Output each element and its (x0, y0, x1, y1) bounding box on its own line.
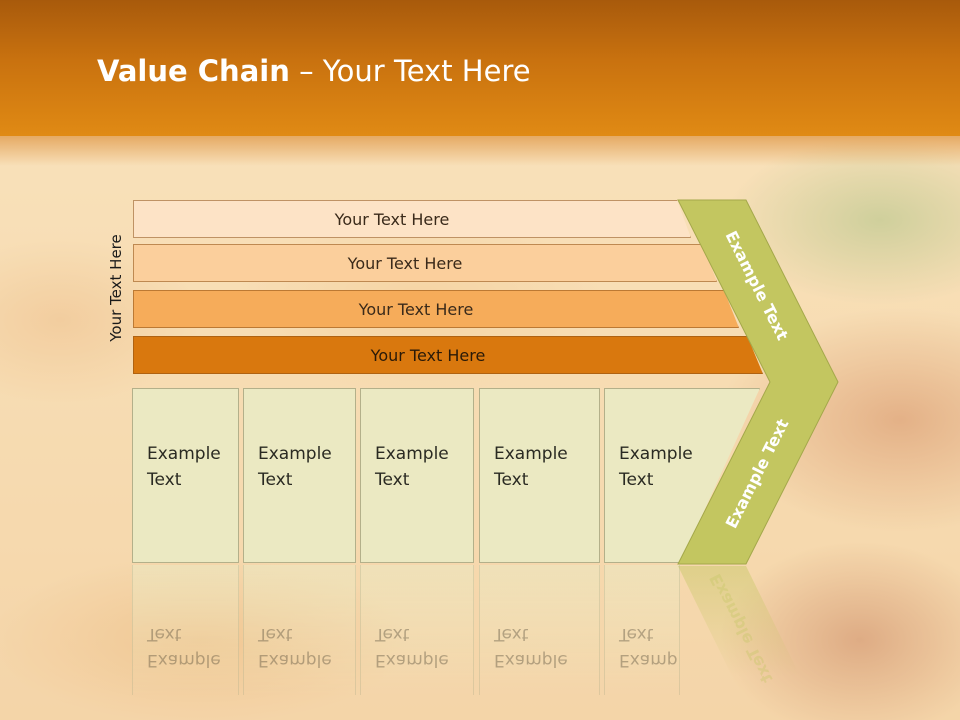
bar-1: Your Text Here (133, 200, 691, 238)
column-2-line1: Example (258, 444, 332, 464)
column-3-line1: Example (375, 444, 449, 464)
column-3-line2: Text (375, 470, 410, 490)
chevron-arrow (677, 199, 839, 565)
bar-2-label: Your Text Here (347, 253, 463, 273)
column-4-line1: Example (494, 444, 568, 464)
header-fade (0, 136, 960, 166)
bar-2: Your Text Here (133, 244, 717, 282)
column-1-line1: Example (147, 444, 221, 464)
bar-3-label: Your Text Here (358, 299, 474, 319)
bar-4: Your Text Here (133, 336, 763, 374)
bar-1-label: Your Text Here (334, 209, 450, 229)
slide-title-bold: Value Chain (97, 54, 290, 88)
column-5-line1: Example (619, 444, 693, 464)
column-2-line2: Text (258, 470, 293, 490)
column-4-line2: Text (494, 470, 529, 490)
column-5-line2: Text (619, 470, 654, 490)
bar-4-label: Your Text Here (370, 345, 486, 365)
slide-title-rest: – Your Text Here (289, 54, 531, 88)
bar-3: Your Text Here (133, 290, 739, 328)
chevron-reflection (678, 566, 800, 676)
slide-title: Value Chain – Your Text Here (97, 54, 531, 94)
column-1-line2: Text (147, 470, 182, 490)
header-band (0, 0, 960, 136)
